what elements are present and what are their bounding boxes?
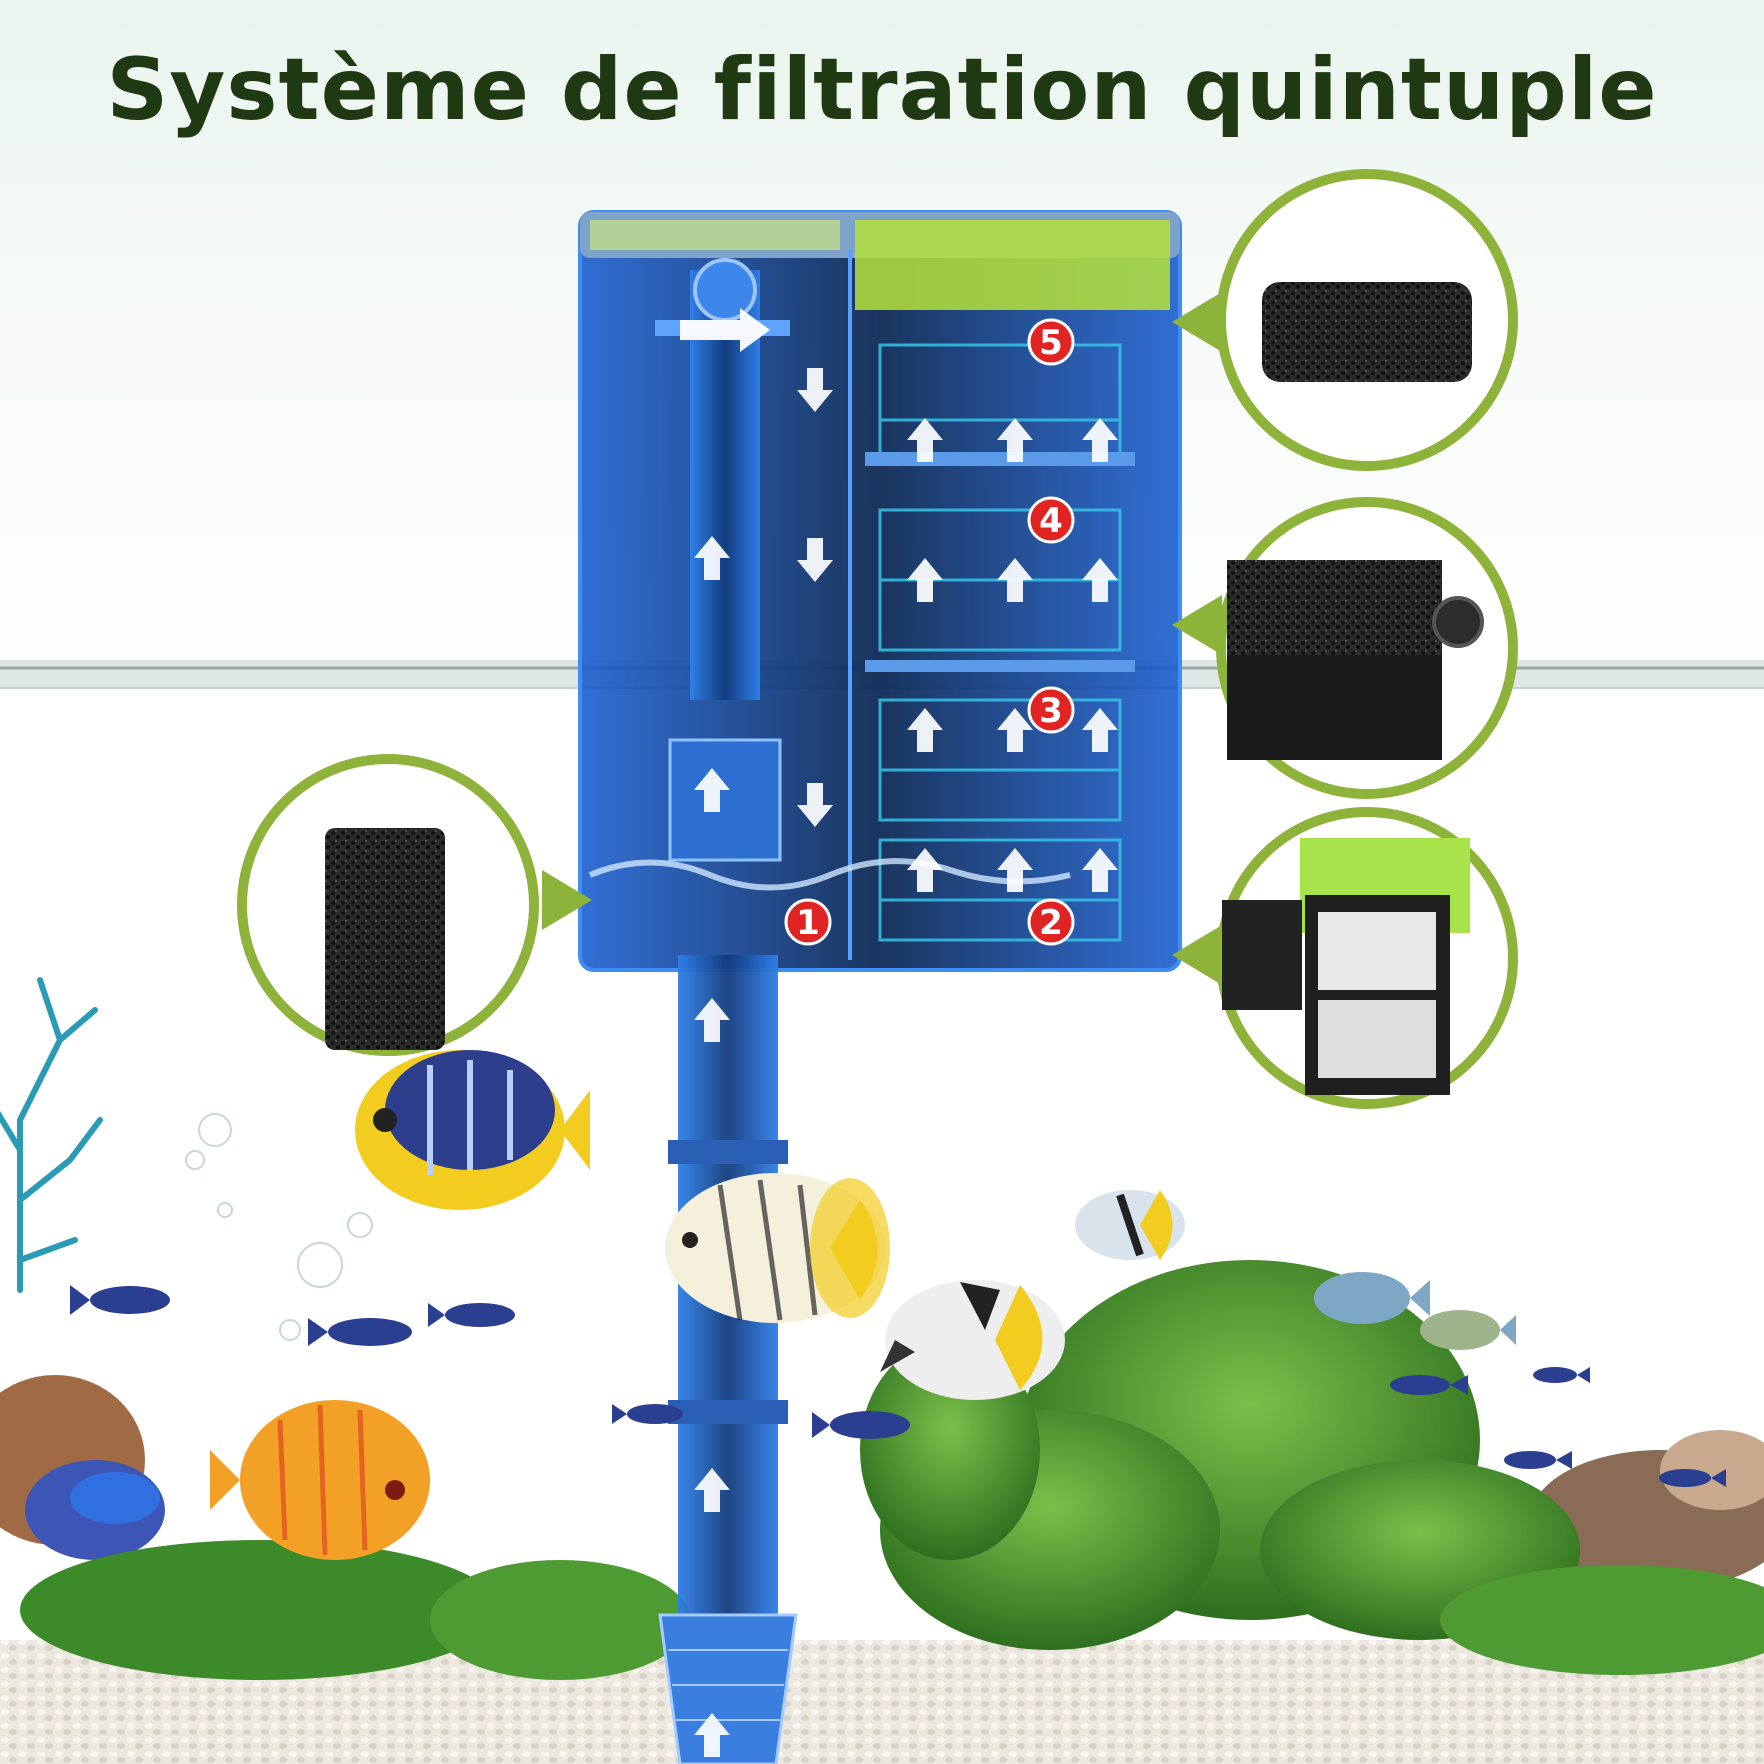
stage-badge-1: 1 bbox=[784, 898, 832, 946]
foam-sponge-icon bbox=[1262, 282, 1472, 382]
fish-icon bbox=[665, 1173, 890, 1323]
page-title: Système de filtration quintuple bbox=[106, 40, 1658, 140]
stage-badge-1-number: 1 bbox=[796, 903, 820, 943]
stage-badge-4-number: 4 bbox=[1039, 501, 1063, 541]
callout-top-right bbox=[1172, 169, 1518, 471]
filter-housing bbox=[578, 210, 1182, 972]
carbon-cartridge-icon bbox=[1227, 560, 1484, 760]
stage-badge-5-number: 5 bbox=[1039, 323, 1063, 363]
fish-icon bbox=[1314, 1272, 1516, 1350]
stage-badge-2: 2 bbox=[1027, 898, 1075, 946]
stage-badge-2-number: 2 bbox=[1039, 903, 1063, 943]
callout-mid-right bbox=[1172, 497, 1518, 799]
fish-icon bbox=[70, 1472, 160, 1524]
fish-icon bbox=[355, 1050, 590, 1210]
fish-icon bbox=[210, 1400, 430, 1560]
callout-left bbox=[237, 754, 592, 1056]
stage-badge-4: 4 bbox=[1027, 496, 1075, 544]
bubble-icon bbox=[185, 1113, 373, 1341]
intake-tube bbox=[658, 955, 798, 1764]
stage-badge-3: 3 bbox=[1027, 686, 1075, 734]
white-cartridge-icon bbox=[1222, 838, 1470, 1095]
flow-arrow-icon bbox=[680, 308, 1118, 1757]
fish-icon bbox=[70, 1285, 1726, 1487]
stage-badge-5: 5 bbox=[1027, 318, 1075, 366]
stage-badge-3-number: 3 bbox=[1039, 691, 1063, 731]
callout-bottom-right bbox=[1172, 807, 1518, 1109]
fish-icon bbox=[880, 1280, 1065, 1400]
foam-sponge-icon bbox=[325, 828, 445, 1050]
coral-icon bbox=[0, 977, 103, 1293]
fish-icon bbox=[1075, 1190, 1185, 1260]
